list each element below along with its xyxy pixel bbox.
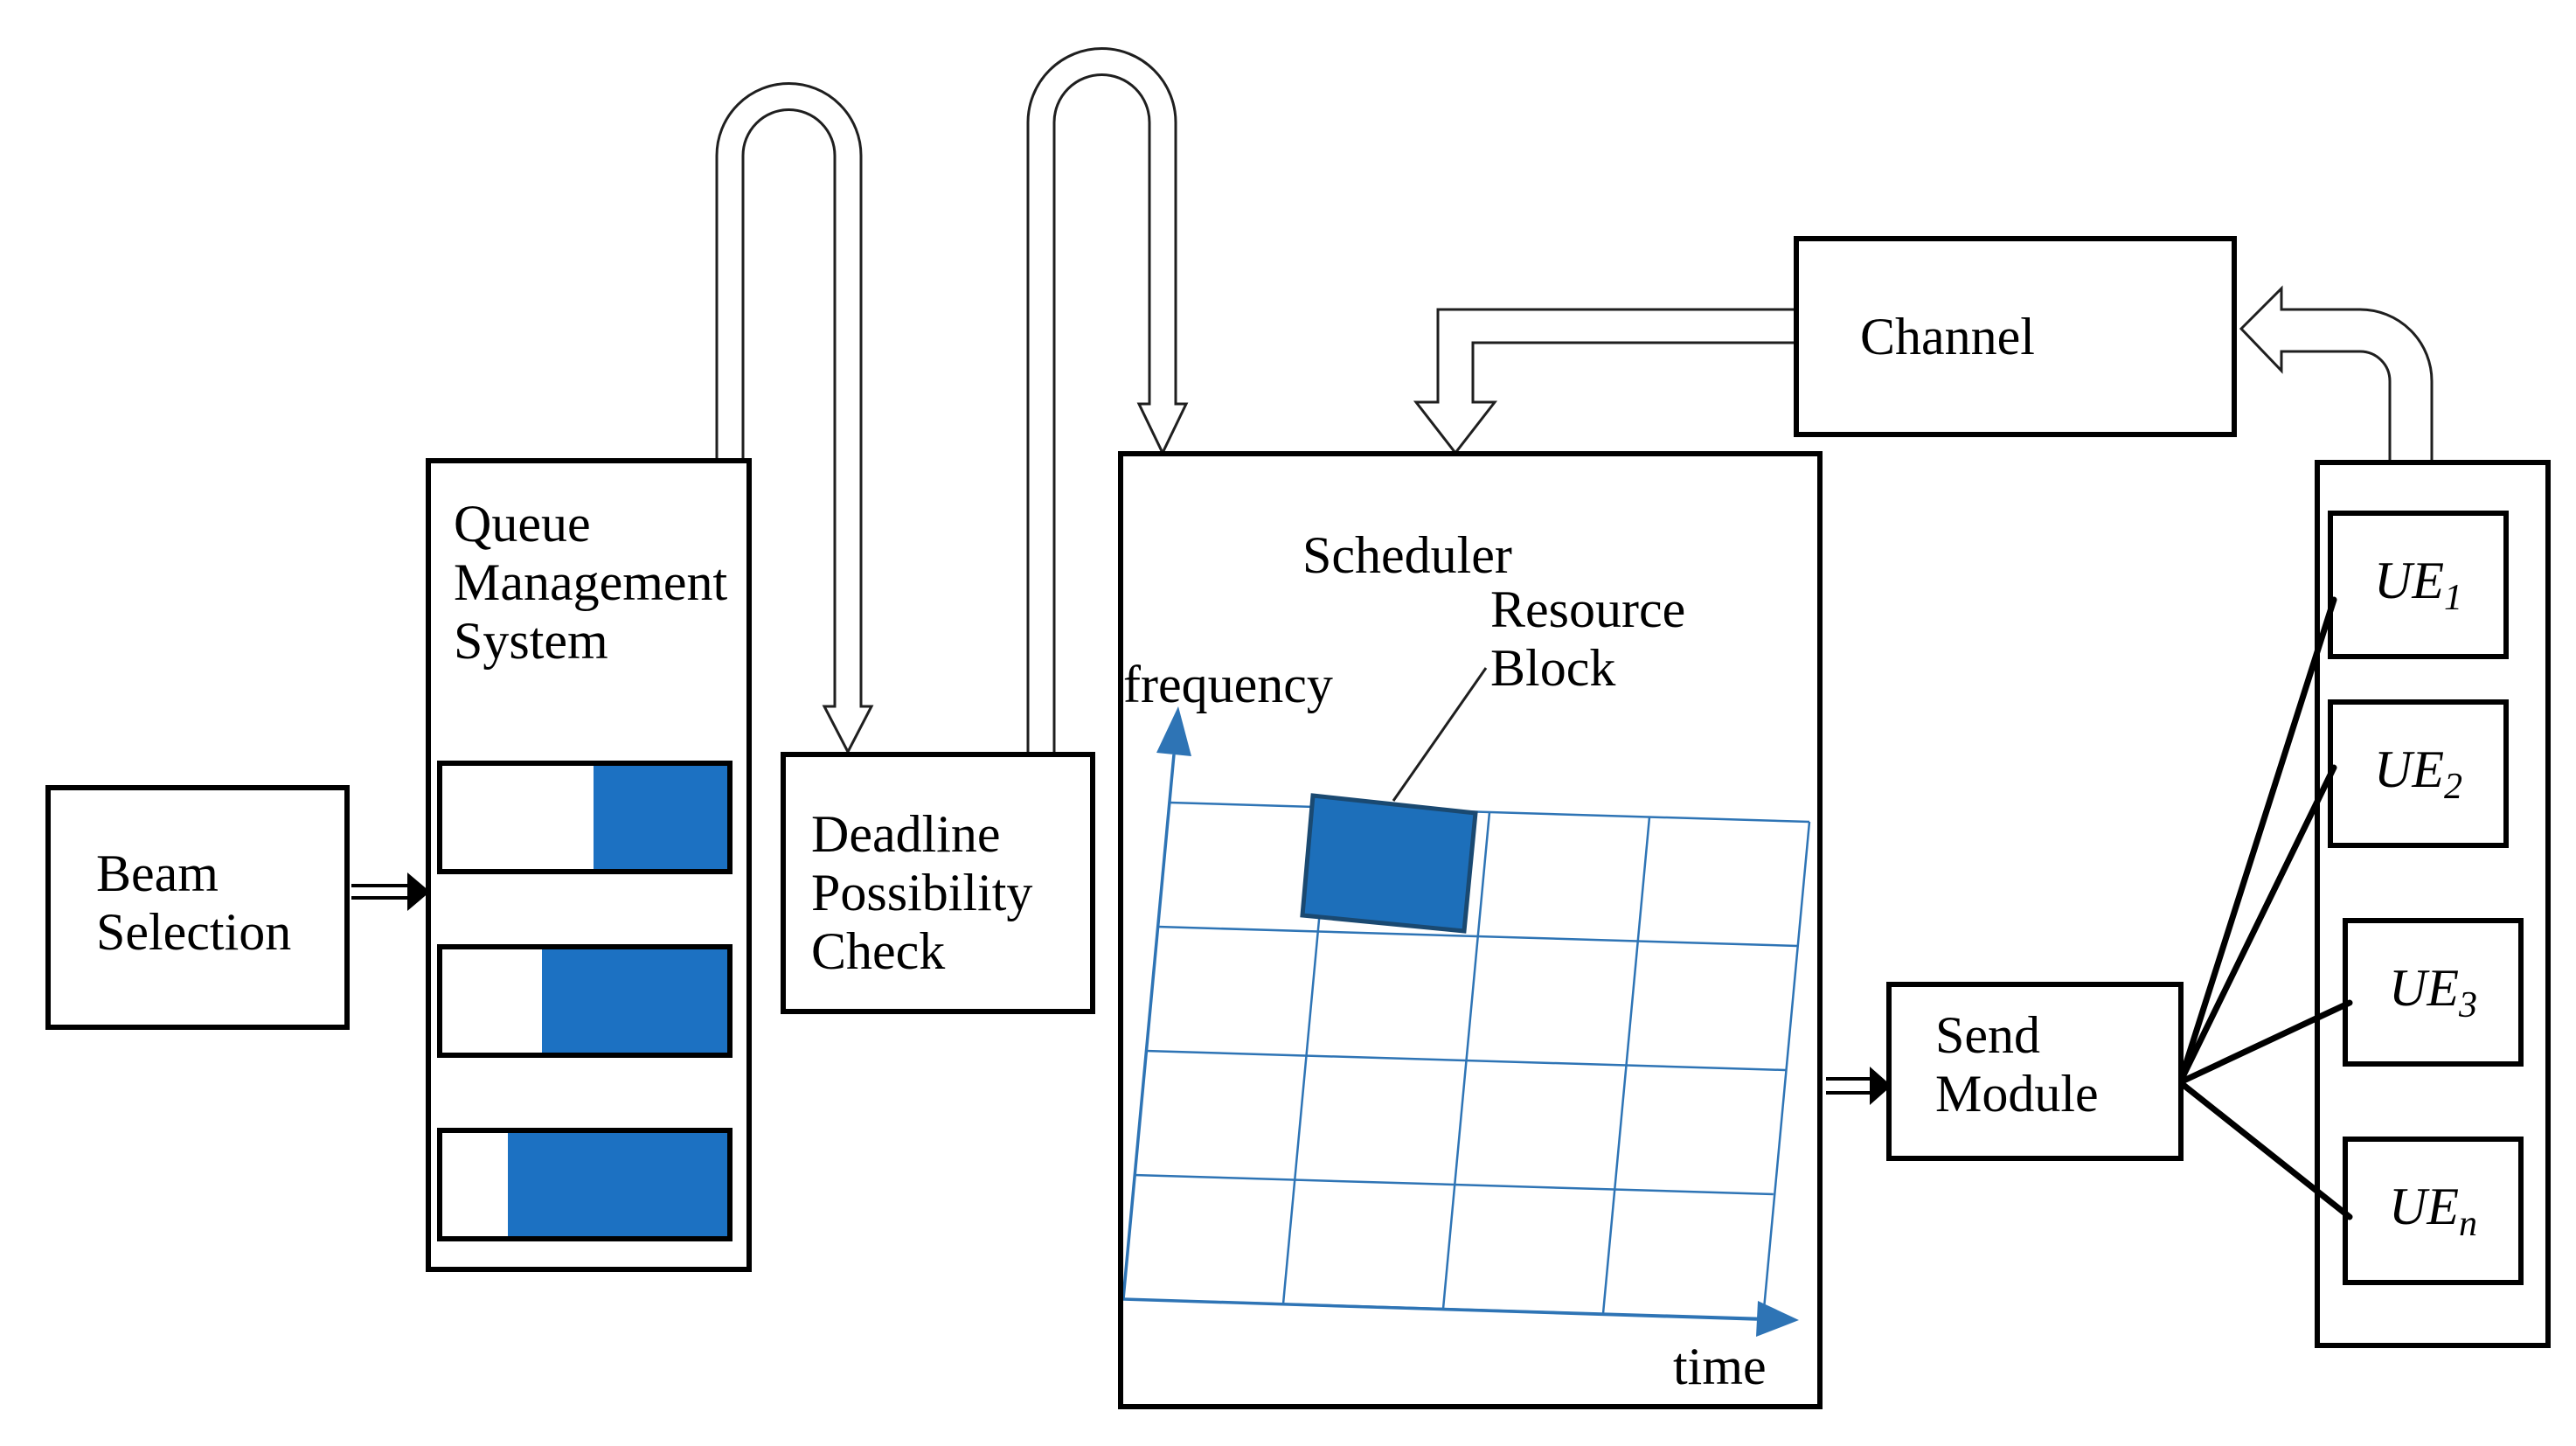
ue3-box: UE3	[2343, 918, 2524, 1067]
double-arrow-beam-to-queue-icon	[351, 872, 430, 911]
frequency-axis-arrow-icon	[1123, 706, 1191, 1300]
send-module-box: Send Module	[1886, 982, 2184, 1161]
elbow-arrow-channel-to-scheduler-icon	[1413, 308, 1799, 455]
scheduler-box: Scheduler Resource Block frequency time	[1118, 451, 1823, 1409]
resource-block-label: Resource Block	[1490, 580, 1686, 698]
elbow-arrow-ue-to-channel-icon	[2239, 285, 2434, 465]
beam-selection-label: Beam Selection	[96, 845, 292, 962]
queue-management-box: Queue Management System	[426, 458, 752, 1272]
uen-box: UEn	[2343, 1137, 2524, 1285]
send-to-ue1-line	[2177, 596, 2337, 1086]
ue-group-box	[2315, 460, 2551, 1348]
beam-selection-box: Beam Selection	[45, 785, 350, 1030]
channel-label: Channel	[1860, 308, 2035, 365]
double-arrow-scheduler-to-send-icon	[1826, 1067, 1892, 1105]
ue2-label: UE2	[2374, 740, 2462, 807]
resource-block	[1300, 793, 1478, 934]
time-axis-arrow-icon	[1123, 1297, 1799, 1337]
queue-bar-2	[437, 944, 733, 1058]
send-to-ue3-line	[2177, 999, 2353, 1086]
queue-management-label: Queue Management System	[454, 495, 728, 671]
queue-bar-2-fill	[542, 949, 727, 1053]
deadline-check-box: Deadline Possibility Check	[781, 752, 1095, 1014]
resource-block-pointer-line	[1392, 667, 1488, 802]
u-arrow-queue-to-deadline-icon	[715, 82, 874, 755]
scheduler-title: Scheduler	[1302, 526, 1512, 584]
send-to-ue2-line	[2177, 764, 2337, 1086]
time-axis-label: time	[1673, 1338, 1767, 1395]
ue2-box: UE2	[2328, 699, 2509, 848]
channel-box: Channel	[1794, 236, 2237, 437]
uen-label: UEn	[2389, 1178, 2477, 1244]
send-module-label: Send Module	[1935, 1006, 2099, 1123]
queue-bar-3-fill	[507, 1133, 727, 1236]
ue1-box: UE1	[2328, 511, 2509, 659]
queue-bar-3	[437, 1128, 733, 1241]
queue-bar-1-fill	[593, 766, 727, 869]
ue3-label: UE3	[2389, 959, 2477, 1025]
scheduler-grid	[1123, 667, 1811, 1337]
frequency-axis-label: frequency	[1123, 656, 1333, 713]
ue1-label: UE1	[2374, 552, 2462, 618]
queue-bar-1	[437, 761, 733, 874]
deadline-check-label: Deadline Possibility Check	[811, 805, 1033, 981]
send-to-uen-line	[2177, 1079, 2353, 1220]
u-arrow-deadline-to-scheduler-icon	[1026, 47, 1189, 759]
